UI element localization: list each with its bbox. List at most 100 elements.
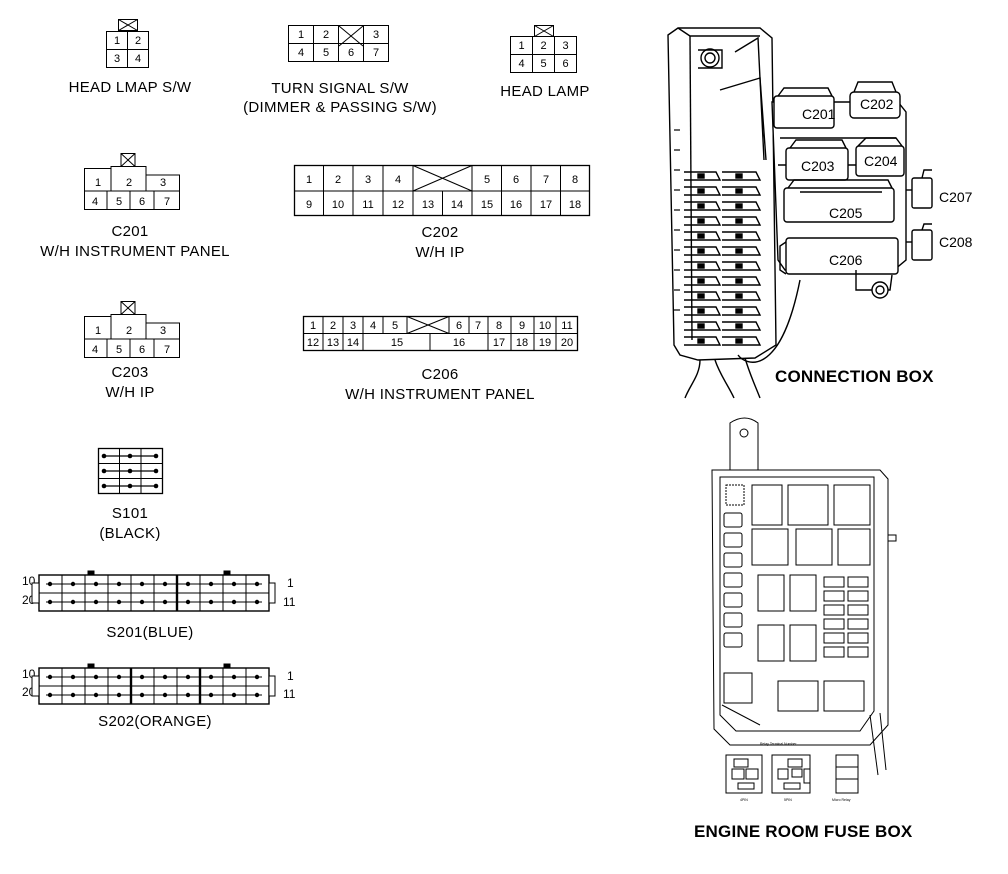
- pin: 2: [126, 325, 132, 337]
- pin: 1: [95, 325, 101, 337]
- pin: 19: [539, 337, 551, 349]
- pin: 1: [306, 174, 312, 186]
- pin: 5: [116, 344, 122, 356]
- c201-id: C201: [111, 223, 149, 240]
- pin: 17: [493, 337, 505, 349]
- pin: 1: [95, 177, 101, 189]
- pin: 3: [554, 36, 577, 55]
- pin: 6: [513, 174, 519, 186]
- splice-pin: [208, 692, 214, 698]
- pin: 8: [572, 174, 578, 186]
- pin: 6: [139, 344, 145, 356]
- pin: 2: [330, 320, 336, 332]
- pin: 3: [106, 49, 128, 68]
- pin: 11: [561, 320, 572, 332]
- pin: 6: [139, 196, 145, 208]
- splice-pin: [93, 674, 99, 680]
- pin: 18: [516, 337, 528, 349]
- c202-name: W/H IP: [415, 244, 465, 261]
- pin: 12: [392, 199, 404, 211]
- pin: 4: [370, 320, 376, 332]
- pin: 7: [543, 174, 549, 186]
- splice-pin: [93, 692, 99, 698]
- c202-outline: 1 2 3 4 5 6 7 8 9 10 11 12 13 14 15 16 1…: [293, 164, 591, 217]
- s201-outline: [31, 570, 276, 612]
- pin: 1: [310, 320, 316, 332]
- c206-outline: 1 2 3 4 5 6 7 8 9 10 11 12 13 14 15 16 1…: [302, 315, 579, 352]
- head-lmap-sw-title: HEAD LMAP S/W: [68, 79, 192, 96]
- relay-type-label: 4PIN: [740, 798, 748, 802]
- pin: 2: [127, 31, 149, 50]
- splice-pin: [116, 599, 122, 605]
- splice-pin: [254, 581, 260, 587]
- splice-pin: [254, 599, 260, 605]
- splice-pin: [47, 581, 53, 587]
- pin: 14: [347, 337, 359, 349]
- pin: 10: [332, 199, 344, 211]
- pin: 17: [540, 199, 552, 211]
- c201-label: C201: [802, 106, 836, 122]
- pin: 4: [510, 54, 533, 73]
- splice-pin: [254, 674, 260, 680]
- splice-pin: [185, 692, 191, 698]
- pin: 3: [363, 25, 389, 44]
- pin: 7: [164, 344, 170, 356]
- pin: 4: [92, 196, 98, 208]
- c204-label: C204: [864, 153, 898, 169]
- s202-outline: [31, 663, 276, 705]
- pin: 2: [126, 177, 132, 189]
- pin: 7: [475, 320, 481, 332]
- splice-pin: [139, 599, 145, 605]
- pin: 11: [362, 199, 373, 211]
- blank-pin: [338, 25, 364, 47]
- pin: 6: [338, 43, 364, 62]
- c203-name: W/H IP: [105, 384, 155, 401]
- c201-outline: 1 2 3 4 5 6 7: [84, 153, 180, 210]
- splice-pin: [93, 599, 99, 605]
- pin: 15: [391, 337, 403, 349]
- connection-box-caption: CONNECTION BOX: [775, 367, 934, 386]
- pin: 7: [164, 196, 170, 208]
- pin: 3: [160, 325, 166, 337]
- connection-box-drawing: [667, 27, 933, 399]
- pin: 1: [510, 36, 533, 55]
- c206-id: C206: [421, 366, 459, 383]
- c206-label: C206: [829, 252, 863, 268]
- splice-pin: [47, 599, 53, 605]
- splice-pin: [254, 692, 260, 698]
- splice-pin: [139, 581, 145, 587]
- pin: 4: [92, 344, 98, 356]
- splice-pin: [162, 599, 168, 605]
- splice-pin: [116, 581, 122, 587]
- pin: 8: [496, 320, 502, 332]
- c208-label: C208: [939, 234, 973, 250]
- splice-pin: [47, 674, 53, 680]
- engine-room-fuse-box-caption: ENGINE ROOM FUSE BOX: [694, 822, 913, 841]
- splice-pin: [231, 692, 237, 698]
- pin: 16: [510, 199, 522, 211]
- pin: 10: [539, 320, 551, 332]
- c205-label: C205: [829, 205, 863, 221]
- splice-pin: [208, 599, 214, 605]
- pin: 20: [561, 337, 573, 349]
- splice-pin: [231, 674, 237, 680]
- c203-id: C203: [111, 364, 149, 381]
- splice-pin: [231, 599, 237, 605]
- pin: 16: [453, 337, 465, 349]
- pin-number: 1: [287, 669, 294, 683]
- turn-signal-sw-subtitle: (DIMMER & PASSING S/W): [243, 99, 437, 116]
- splice-pin: [208, 581, 214, 587]
- s101-id: S101: [111, 505, 149, 522]
- pin-number: 11: [283, 595, 296, 609]
- relay-type-label: 5PIN: [784, 798, 792, 802]
- splice-pin: [162, 692, 168, 698]
- splice-pin: [139, 674, 145, 680]
- splice-pin: [139, 692, 145, 698]
- c202-id: C202: [421, 224, 459, 241]
- s201-id: S201(BLUE): [106, 624, 194, 641]
- c203-outline: 1 2 3 4 5 6 7: [84, 301, 180, 358]
- splice-pin: [162, 674, 168, 680]
- pin: 9: [519, 320, 525, 332]
- turn-signal-sw-title: TURN SIGNAL S/W: [271, 80, 409, 97]
- pin: 6: [456, 320, 462, 332]
